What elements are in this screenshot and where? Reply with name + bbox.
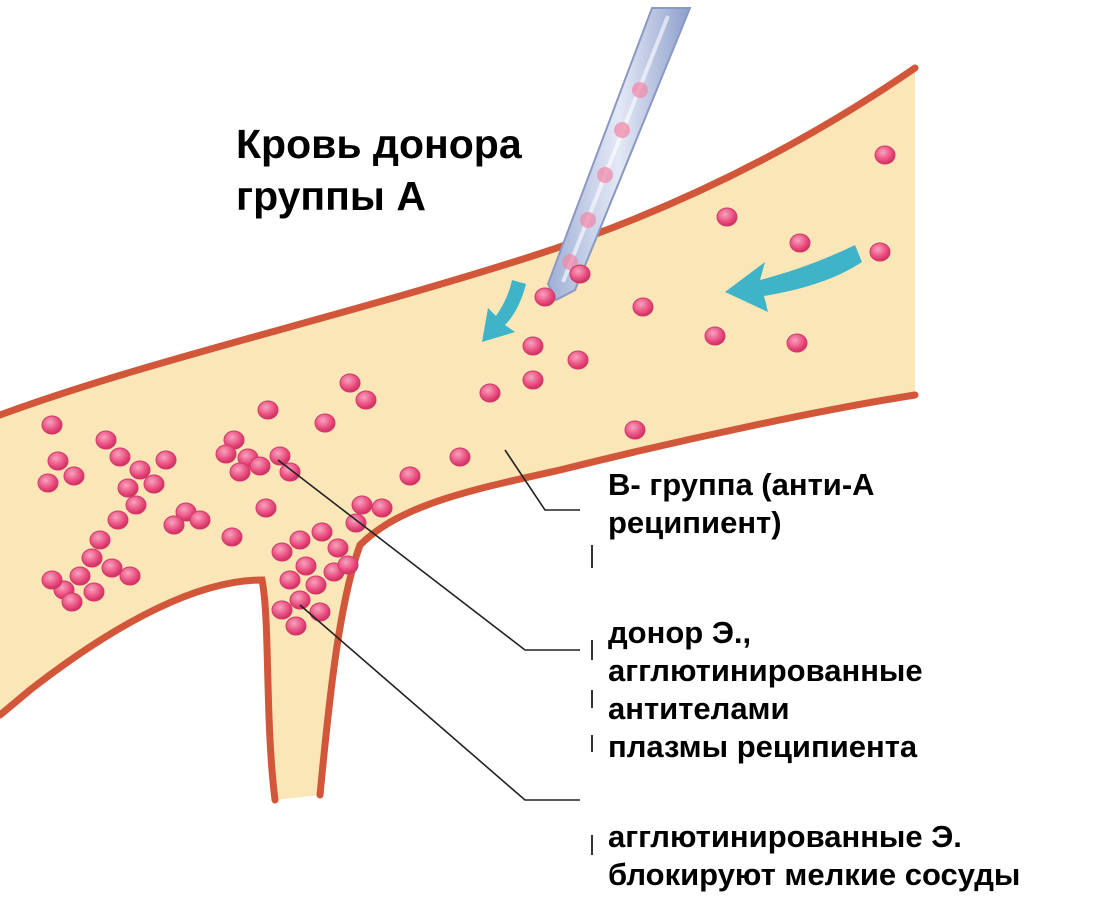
erythrocyte	[108, 511, 128, 529]
erythrocyte	[64, 467, 84, 485]
erythrocyte	[790, 234, 810, 252]
erythrocyte	[38, 474, 58, 492]
recipient-label: В- группа (анти-А реципиент)	[604, 466, 883, 542]
erythrocyte	[356, 391, 376, 409]
pipette-cell	[632, 82, 648, 98]
erythrocyte	[250, 457, 270, 475]
erythrocyte	[568, 351, 588, 369]
pipette-cell	[597, 167, 613, 183]
erythrocyte	[570, 265, 590, 283]
erythrocyte	[870, 243, 890, 261]
erythrocyte	[90, 531, 110, 549]
erythrocyte	[48, 452, 68, 470]
erythrocyte	[346, 514, 366, 532]
erythrocyte	[717, 208, 737, 226]
erythrocyte	[280, 571, 300, 589]
agglutinated-donor-label-line: плазмы реципиента	[608, 728, 923, 766]
erythrocyte	[126, 496, 146, 514]
erythrocyte	[144, 475, 164, 493]
erythrocyte	[310, 603, 330, 621]
erythrocyte	[523, 337, 543, 355]
erythrocyte	[110, 448, 130, 466]
erythrocyte	[312, 523, 332, 541]
erythrocyte	[296, 557, 316, 575]
erythrocyte	[400, 467, 420, 485]
blockage-label-line: блокируют мелкие сосуды	[608, 856, 1020, 894]
erythrocyte	[82, 549, 102, 567]
erythrocyte	[156, 451, 176, 469]
erythrocyte	[70, 567, 90, 585]
erythrocyte	[256, 499, 276, 517]
erythrocyte	[102, 559, 122, 577]
erythrocyte	[96, 431, 116, 449]
erythrocyte	[372, 499, 392, 517]
agglutinated-donor-label-line: агглютинированные	[608, 652, 923, 690]
erythrocyte	[216, 445, 236, 463]
pipette-cell	[580, 212, 596, 228]
erythrocyte	[272, 601, 292, 619]
title-line: Кровь донора	[236, 118, 522, 170]
blockage-label-line: агглютинированные Э.	[608, 818, 1020, 856]
erythrocyte	[338, 556, 358, 574]
erythrocyte	[450, 448, 470, 466]
erythrocyte	[625, 421, 645, 439]
erythrocyte	[280, 463, 300, 481]
erythrocyte	[164, 516, 184, 534]
erythrocyte	[340, 374, 360, 392]
agglutinated-donor-label: донор Э., агглютинированные антителами п…	[604, 614, 931, 766]
erythrocyte	[120, 567, 140, 585]
erythrocyte	[315, 414, 335, 432]
erythrocyte	[230, 463, 250, 481]
agglutinated-donor-label-line: антителами	[608, 690, 923, 728]
erythrocyte	[290, 591, 310, 609]
recipient-label-line: реципиент)	[608, 504, 875, 542]
erythrocyte	[290, 531, 310, 549]
erythrocyte	[286, 617, 306, 635]
erythrocyte	[42, 416, 62, 434]
erythrocyte	[42, 571, 62, 589]
erythrocyte	[84, 583, 104, 601]
erythrocyte	[352, 496, 372, 514]
erythrocyte	[306, 576, 326, 594]
erythrocyte	[222, 528, 242, 546]
erythrocyte	[118, 479, 138, 497]
agglutinated-donor-label-line: донор Э.,	[608, 614, 923, 652]
title-line: группы А	[236, 170, 522, 222]
pipette-cell	[614, 122, 630, 138]
erythrocyte	[705, 327, 725, 345]
erythrocyte	[875, 146, 895, 164]
blockage-label: агглютинированные Э. блокируют мелкие со…	[604, 818, 1028, 894]
erythrocyte	[535, 288, 555, 306]
erythrocyte	[480, 384, 500, 402]
erythrocyte	[258, 401, 278, 419]
diagram-title: Кровь донора группы А	[236, 118, 532, 222]
erythrocyte	[62, 593, 82, 611]
erythrocyte	[190, 511, 210, 529]
recipient-label-line: В- группа (анти-А	[608, 466, 875, 504]
erythrocyte	[633, 298, 653, 316]
erythrocyte	[523, 371, 543, 389]
erythrocyte	[272, 543, 292, 561]
erythrocyte	[130, 461, 150, 479]
erythrocyte	[787, 334, 807, 352]
erythrocyte	[328, 539, 348, 557]
